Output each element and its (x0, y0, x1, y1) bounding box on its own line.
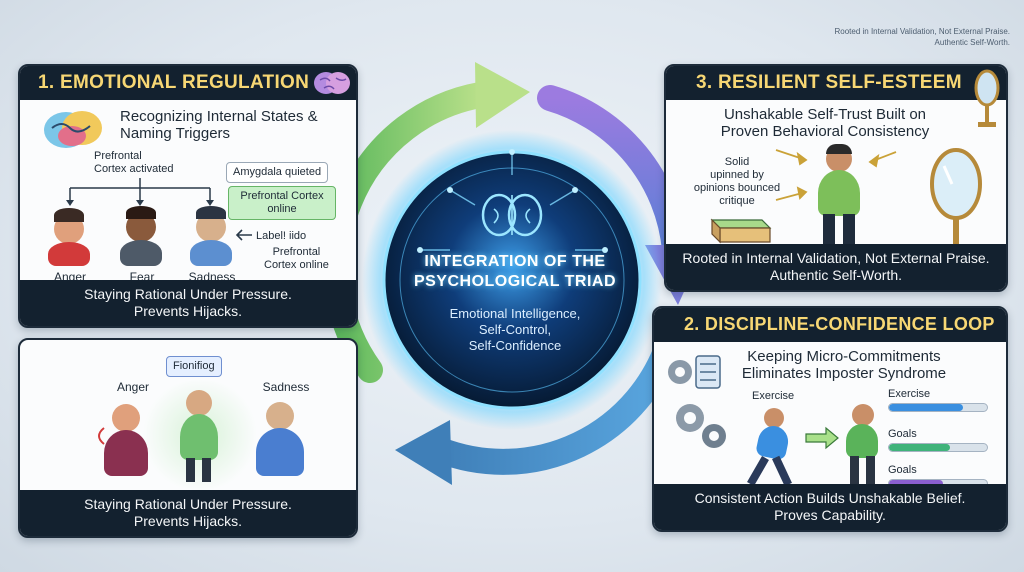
panel1b-footer-line1: Staying Rational Under Pressure. (84, 496, 292, 512)
center-title-line1: INTEGRATION OF THE (424, 253, 606, 270)
panel2-footer: Consistent Action Builds Unshakable Beli… (654, 484, 1006, 530)
progress-fill (889, 444, 950, 451)
exercise-label: Exercise (752, 390, 795, 402)
connector-tree (66, 178, 214, 206)
panel1-subtitle: Recognizing Internal States & Naming Tri… (120, 108, 350, 142)
panel2-footer-line2: Proves Capability. (774, 507, 886, 523)
mirror-small-icon (974, 69, 1000, 127)
note-line3: opinions bounced (693, 182, 781, 194)
panel3-footer-line2: Authentic Self-Worth. (769, 267, 903, 283)
center-subtitle: Emotional Intelligence, Self-Control, Se… (410, 306, 620, 354)
amygdala-tag: Amygdala quieted (226, 162, 329, 183)
pfc-online-line1: Prefrontal Cortex (240, 190, 324, 202)
panel3-footer-line1: Rooted in Internal Validation, Not Exter… (682, 250, 990, 266)
central-cycle (323, 62, 705, 485)
prefrontal-line2: Cortex activated (94, 163, 174, 175)
green-arrow-icon (805, 426, 839, 450)
deflected-arrows-icon (775, 149, 897, 201)
center-sub-line2: Self-Control, (478, 322, 552, 337)
prefrontal-line1: Prefrontal (94, 150, 142, 162)
panel-emotional-regulation: 1. EMOTIONAL REGULATION Recognizing Inte… (18, 64, 358, 328)
panel1-footer-line2: Prevents Hijacks. (133, 303, 243, 319)
green-arrowhead (475, 62, 530, 128)
progress-bar (888, 443, 988, 452)
panel2-subtitle-line2: Eliminates Imposter Syndrome (741, 365, 947, 382)
panel2-subtitle-line1: Keeping Micro-Commitments (747, 348, 941, 365)
progress-fill (889, 404, 963, 411)
center-sub-line1: Emotional Intelligence, (449, 306, 581, 321)
brain-icon (314, 72, 350, 94)
panel3-subtitle-line1: Unshakable Self-Trust Built on (723, 106, 927, 123)
panel3-footer: Rooted in Internal Validation, Not Exter… (666, 244, 1006, 290)
arrow-icon (235, 229, 252, 241)
progress-fill (889, 480, 943, 487)
panel2-title: 2. DISCIPLINE-CONFIDENCE LOOP (654, 308, 1006, 342)
colorful-brain-icon (44, 111, 102, 148)
progress-label: Exercise (888, 388, 931, 400)
progress-label: Goals (888, 428, 917, 440)
panel1-footer: Staying Rational Under Pressure. Prevent… (20, 280, 356, 326)
panel-discipline-confidence-loop: 2. DISCIPLINE-CONFIDENCE LOOP Keeping Mi… (652, 306, 1008, 532)
topright-line1: Rooted in Internal Validation, Not Exter… (834, 27, 1010, 36)
pfc-online-tag: Prefrontal Cortex online (228, 186, 336, 220)
panel1-title: 1. EMOTIONAL REGULATION (20, 66, 356, 100)
note-line4: critique (719, 195, 755, 207)
brain-circuit-icon (481, 193, 543, 237)
pfc2-line1: Prefrontal (272, 246, 321, 258)
gears-icon (676, 404, 726, 448)
label-it-text: Label! iido (256, 230, 307, 242)
panel3-note: Solid upinned by opinions bounced critiq… (692, 156, 782, 208)
pfc2-line2: Cortex online (264, 259, 329, 271)
pfc2-label: Prefrontal Cortex online (264, 246, 329, 272)
center-title: INTEGRATION OF THE PSYCHOLOGICAL TRIAD (400, 252, 630, 292)
right-emotion-label: Sadness (262, 380, 310, 394)
panel1-subtitle-line1: Recognizing Internal States & (120, 108, 318, 125)
progress-label: Goals (888, 464, 917, 476)
panel1-subtitle-line2: Naming Triggers (120, 125, 231, 142)
panel3-title: 3. RESILIENT SELF-ESTEEM (666, 66, 1006, 100)
prefrontal-activated-label: Prefrontal Cortex activated (94, 150, 173, 176)
panel1b-footer: Staying Rational Under Pressure. Prevent… (20, 490, 356, 536)
panel1b-footer-line2: Prevents Hijacks. (133, 513, 243, 529)
progress-bar (888, 403, 988, 412)
foundation-block-icon (710, 218, 772, 244)
note-line2: upinned by (710, 169, 764, 181)
panel2-footer-line1: Consistent Action Builds Unshakable Beli… (694, 490, 966, 506)
panel2-subtitle: Keeping Micro-Commitments Eliminates Imp… (694, 348, 994, 382)
bubble-tag: Fionifiog (166, 356, 222, 377)
blue-arrowhead (395, 420, 452, 485)
panel3-subtitle-line2: Proven Behavioral Consistency (720, 123, 930, 140)
center-title-line2: PSYCHOLOGICAL TRIAD (413, 273, 617, 290)
panel-rational-pressure: Fionifiog Anger Sadness Staying Rational… (18, 338, 358, 538)
note-line1: Solid (724, 156, 750, 168)
panel3-subtitle: Unshakable Self-Trust Built on Proven Be… (690, 106, 960, 140)
left-emotion-label: Anger (116, 380, 150, 394)
gear-checklist-icon (668, 355, 721, 389)
panel1-footer-line1: Staying Rational Under Pressure. (84, 286, 292, 302)
motion-lines-icon (98, 427, 105, 445)
pfc-online-line2: online (267, 203, 297, 215)
center-sub-line3: Self-Confidence (468, 338, 562, 353)
topright-line2: Authentic Self-Worth. (934, 38, 1010, 47)
panel-resilient-self-esteem: 3. RESILIENT SELF-ESTEEM Unshakable Self… (664, 64, 1008, 292)
topright-caption: Rooted in Internal Validation, Not Exter… (790, 26, 1010, 48)
